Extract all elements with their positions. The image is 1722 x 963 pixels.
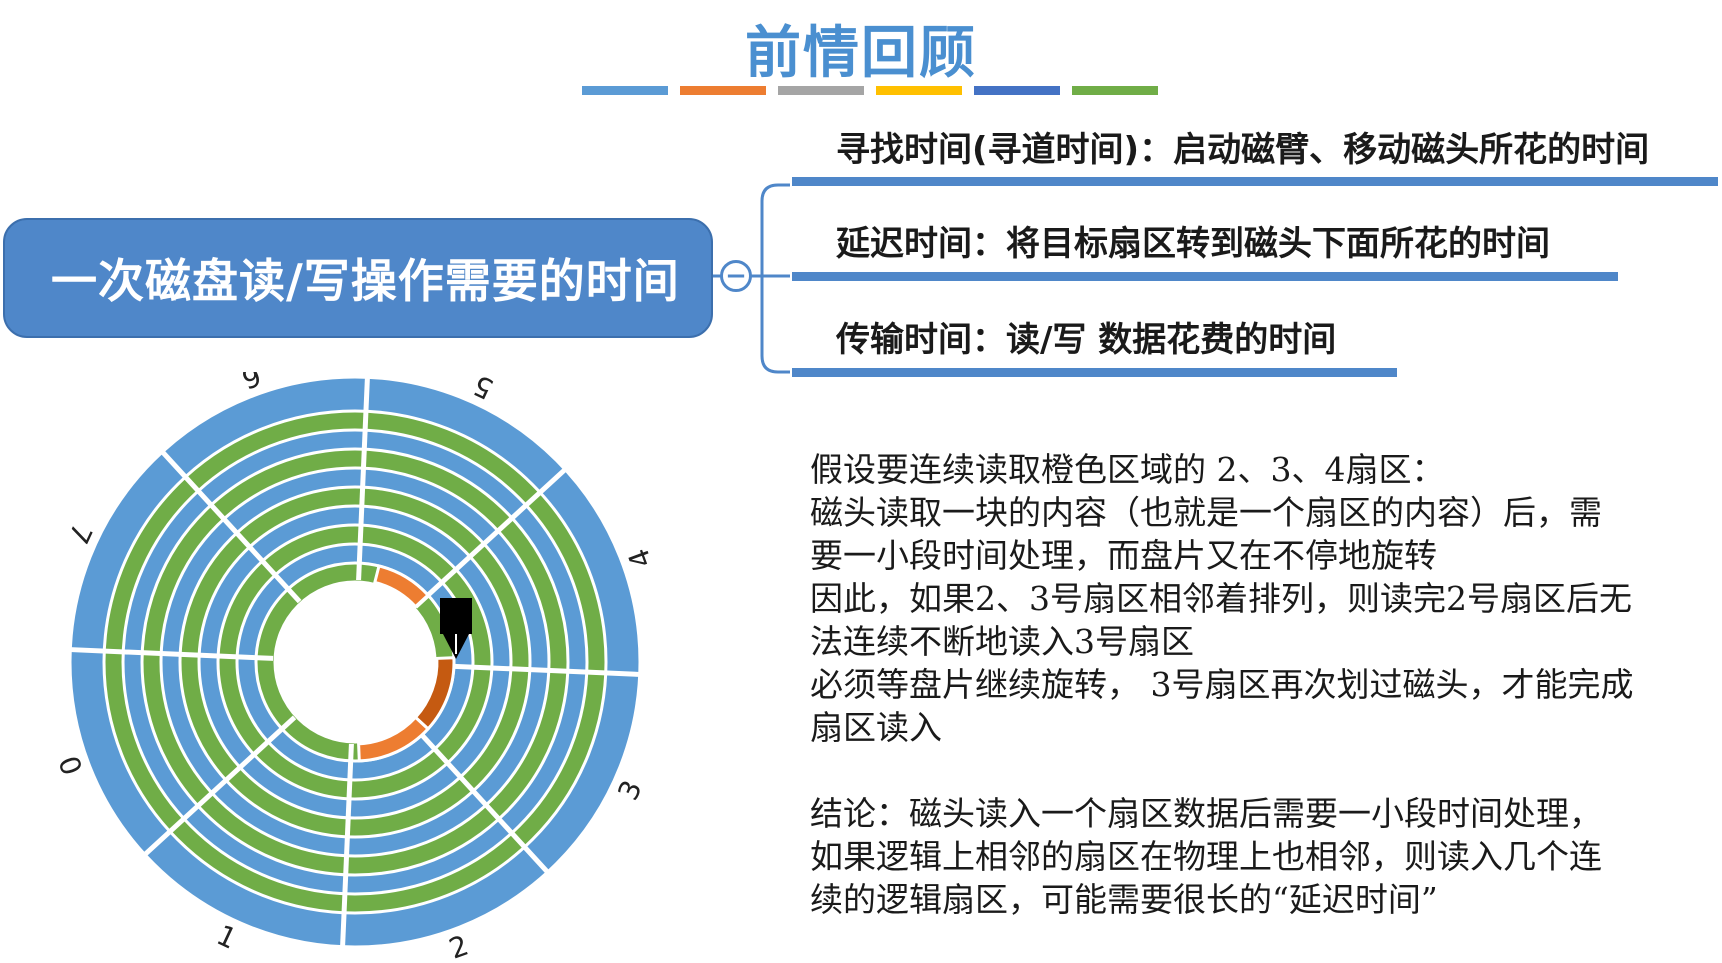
sector-dividers [67, 374, 643, 950]
explanation-line: 必须等盘片继续旋转， 3号扇区再次划过磁头，才能完成 [810, 665, 1634, 704]
color-segment [778, 86, 864, 95]
highlight-sector [357, 715, 431, 763]
explanation-line: 扇区读入 [810, 708, 942, 747]
collapse-icon[interactable]: − [720, 260, 752, 292]
branch-underline [792, 177, 1718, 186]
central-topic[interactable]: 一次磁盘读/写操作需要的时间 [3, 218, 713, 338]
color-segment [1072, 86, 1158, 95]
sector-label: 0 [60, 752, 88, 780]
branch-rotational-latency[interactable]: 延迟时间：将目标扇区转到磁头下面所花的时间 [836, 224, 1550, 264]
sector-divider [413, 465, 570, 609]
sector-divider [140, 715, 297, 859]
conclusion-line: 如果逻辑上相邻的扇区在物理上也相邻，则读入几个连 [810, 837, 1602, 876]
branch-seek-time[interactable]: 寻找时间(寻道时间)：启动磁臂、移动磁头所花的时间 [836, 130, 1650, 170]
highlighted-sectors [357, 564, 456, 763]
sector-label: 2 [445, 929, 473, 962]
explanation-line: 要一小段时间处理，而盘片又在不停地旋转 [810, 536, 1437, 575]
sector-divider [339, 743, 354, 950]
disk-tracks [68, 375, 642, 949]
conclusion-line: 结论：磁头读入一个扇区数据后需要一小段时间处理， [810, 794, 1602, 833]
sector-divider [158, 447, 302, 604]
spindle-hole [273, 580, 437, 744]
highlight-sector [372, 564, 431, 609]
color-segment [876, 86, 962, 95]
sector-label: 3 [611, 775, 648, 805]
sector-label: 1 [212, 918, 242, 955]
color-segment [680, 86, 766, 95]
conclusion-line: 续的逻辑扇区，可能需要很长的“延迟时间” [810, 880, 1438, 919]
color-segment [974, 86, 1060, 95]
branch-underline [792, 368, 1397, 377]
color-segment [582, 86, 668, 95]
disk-head-icon [440, 598, 472, 659]
explanation-line: 磁头读取一块的内容（也就是一个扇区的内容）后，需 [810, 493, 1602, 532]
title-color-bar [582, 86, 1158, 95]
sector-divider [356, 374, 371, 581]
sector-divider [67, 646, 274, 661]
sector-label: 5 [468, 372, 498, 406]
branch-underline [792, 272, 1618, 281]
sector-label: 7 [61, 519, 98, 549]
explanation-line: 因此，如果2、3号扇区相邻着排列，则读完2号扇区后无 [810, 579, 1632, 618]
page-title: 前情回顾 [745, 20, 977, 86]
explanation-line: 假设要连续读取橙色区域的 2、3、4扇区： [810, 450, 1445, 489]
central-topic-label: 一次磁盘读/写操作需要的时间 [51, 254, 680, 308]
branch-transfer-time[interactable]: 传输时间：读/写 数据花费的时间 [836, 320, 1337, 360]
sector-divider [436, 663, 643, 678]
sector-divider [408, 720, 552, 877]
explanation-line: 法连续不断地读入3号扇区 [810, 622, 1194, 661]
sector-label: 4 [622, 544, 650, 572]
explanation-text: 假设要连续读取橙色区域的 2、3、4扇区： 磁头读取一块的内容（也就是一个扇区的… [810, 448, 1710, 921]
